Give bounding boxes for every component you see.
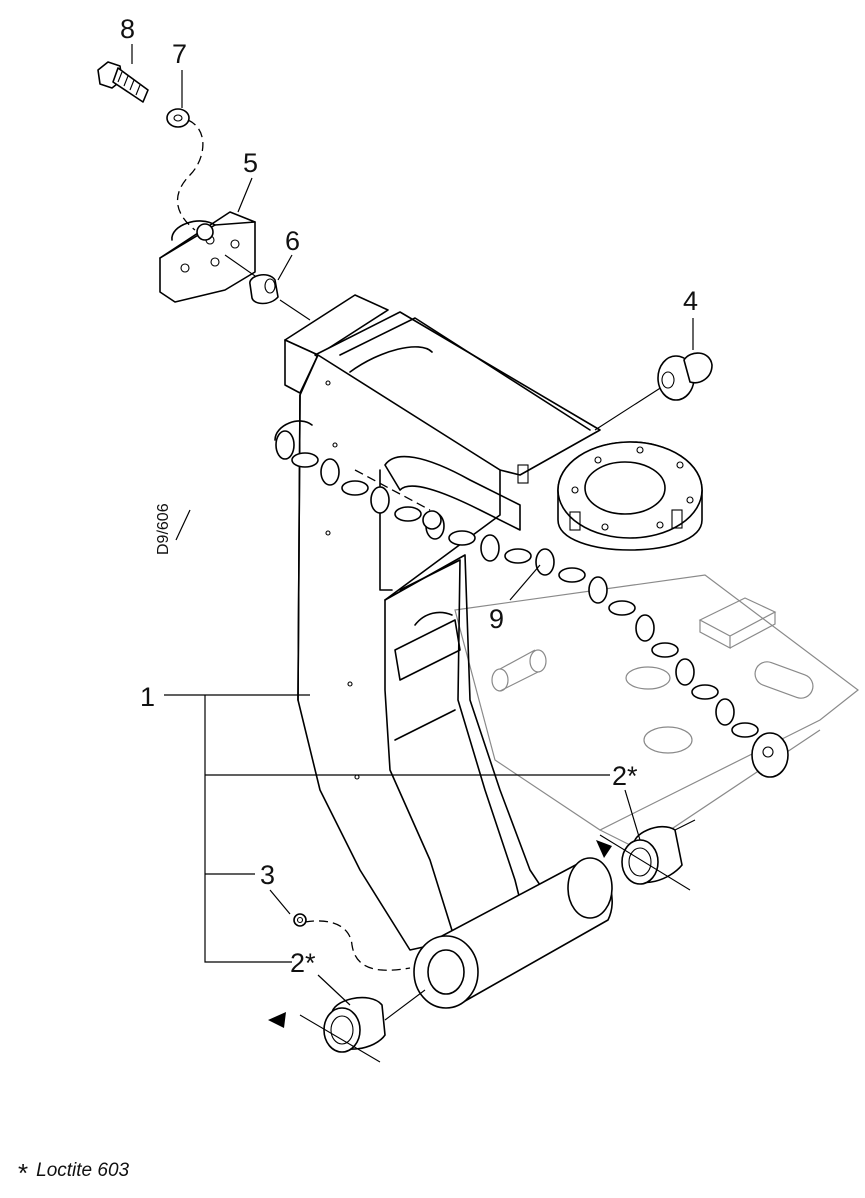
plug-part-4 — [594, 352, 713, 431]
leader-lines — [131, 44, 694, 1006]
bolt-part-8 — [97, 61, 149, 103]
mounting-plate — [454, 574, 859, 851]
callout-6: 6 — [285, 226, 300, 256]
callout-4: 4 — [683, 286, 698, 316]
grease-nipple-part-3 — [293, 913, 411, 971]
callout-2-upper: 2* — [612, 761, 638, 791]
washer-part-7 — [166, 108, 214, 241]
sleeve-part-6 — [224, 254, 311, 321]
pivot-tube — [413, 857, 613, 1009]
bracket-part-5 — [159, 211, 256, 303]
callout-7: 7 — [172, 39, 187, 69]
callout-labels: 8 7 5 6 4 9 1 2* 3 2* D9/606 — [120, 14, 698, 978]
drawing-reference: D9/606 — [155, 503, 172, 555]
callout-1: 1 — [140, 682, 155, 712]
footnote-asterisk: * — [18, 1158, 29, 1188]
footnote-text: Loctite 603 — [36, 1160, 130, 1181]
callout-5: 5 — [243, 148, 258, 178]
callout-8: 8 — [120, 14, 135, 44]
footnote: * Loctite 603 — [18, 1158, 129, 1189]
chain-part-9 — [274, 420, 789, 778]
callout-9: 9 — [489, 604, 504, 634]
bushing-right-part-2 — [596, 819, 696, 891]
bushing-left-part-2 — [268, 989, 426, 1063]
callout-2-lower: 2* — [290, 948, 316, 978]
lever-arm-part-1 — [284, 294, 703, 951]
callout-3: 3 — [260, 860, 275, 890]
